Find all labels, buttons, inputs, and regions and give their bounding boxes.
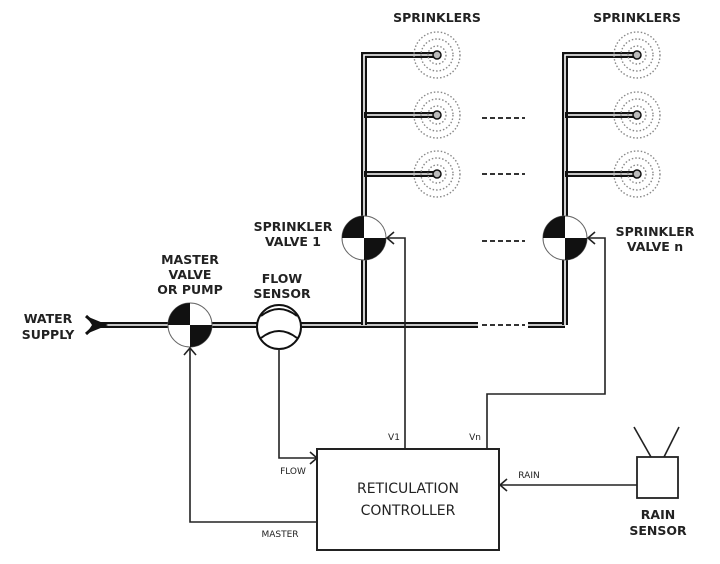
water-supply-label-line2: SUPPLY — [22, 327, 75, 342]
v1-arrow-icon — [385, 231, 395, 245]
signal-label-vn: Vn — [469, 433, 481, 443]
flow-arrow-icon — [309, 451, 319, 465]
rain-sensor-label-line1: RAIN — [641, 507, 675, 522]
sprinkler-valve-n-label-line2: VALVE n — [627, 239, 683, 254]
sprinkler-icon — [613, 31, 661, 79]
sprinkler-valve-1-icon — [341, 215, 387, 261]
rain-sensor-label-line2: SENSOR — [629, 523, 687, 538]
sprinkler-icon — [413, 150, 461, 198]
master-arrow-icon — [183, 346, 197, 356]
valve1-riser-pipe — [361, 52, 435, 325]
control-wires — [183, 231, 637, 523]
sprinkler-group-n — [613, 31, 661, 198]
sprinkler-icon — [413, 31, 461, 79]
sprinkler-icon — [613, 91, 661, 139]
signal-label-master: MASTER — [261, 530, 298, 540]
sprinklers-label-n: SPRINKLERS — [593, 10, 681, 25]
master-wire — [189, 349, 317, 523]
signal-label-v1: V1 — [388, 433, 400, 443]
flow-wire — [278, 349, 316, 459]
master-valve-icon — [167, 302, 213, 348]
vn-arrow-icon — [586, 231, 596, 245]
sprinkler-group-1 — [413, 31, 461, 198]
signal-label-rain: RAIN — [518, 471, 539, 481]
v1-wire — [388, 237, 406, 449]
sprinklers-label-1: SPRINKLERS — [393, 10, 481, 25]
controller-label-line1: RETICULATION — [357, 481, 459, 497]
controller-label-line2: CONTROLLER — [361, 503, 456, 519]
flow-sensor-label-line2: SENSOR — [253, 286, 311, 301]
vn-wire — [486, 237, 606, 449]
flow-sensor-icon — [256, 304, 302, 350]
water-supply-inlet-icon — [84, 314, 108, 336]
master-valve-label-line1: MASTER — [161, 252, 219, 267]
sprinkler-valve-n-icon — [542, 215, 588, 261]
sprinkler-valve-n-label-line1: SPRINKLER — [616, 224, 695, 239]
master-valve-label-line3: OR PUMP — [157, 282, 223, 297]
water-supply-label-line1: WATER — [24, 311, 73, 326]
flow-sensor-label-line1: FLOW — [262, 271, 303, 286]
signal-label-flow: FLOW — [280, 467, 306, 477]
sprinkler-valve-1-label-line1: SPRINKLER — [254, 219, 333, 234]
reticulation-controller-box — [316, 448, 500, 551]
rain-sensor-icon — [633, 426, 680, 499]
master-valve-label-line2: VALVE — [169, 267, 212, 282]
sprinkler-icon — [413, 91, 461, 139]
rain-arrow-icon — [498, 478, 508, 492]
sprinkler-valve-1-label-line2: VALVE 1 — [265, 234, 321, 249]
sprinkler-icon — [613, 150, 661, 198]
